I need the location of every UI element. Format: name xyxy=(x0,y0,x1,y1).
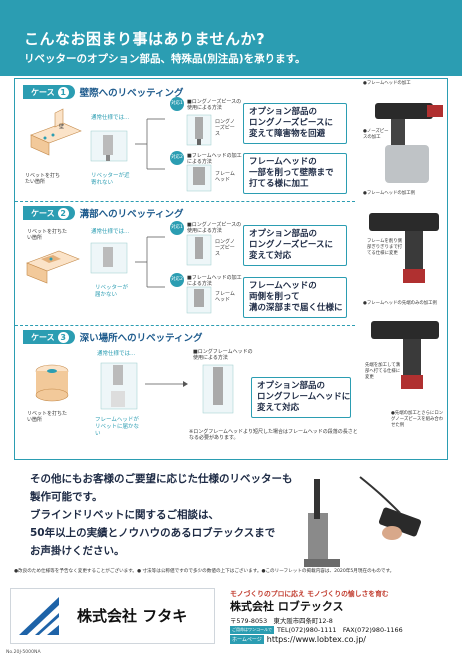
top-bar xyxy=(0,0,462,24)
riveter-stand-photo xyxy=(304,476,422,567)
case-3-footnote: ※ロングフレームヘッドより短尺した場合はフレームヘッドの段落の長さとなる必要があ… xyxy=(189,429,358,441)
hero-title: こんなお困まり事はありませんか? xyxy=(24,30,266,48)
case-3-normal-label: 通常仕様では… xyxy=(97,351,136,357)
case-number: 1 xyxy=(57,86,69,98)
case-1-wall-illustration xyxy=(30,108,82,156)
hero-banner: こんなお困まり事はありませんか? リベッターのオプション部品、特殊品(別注品)を… xyxy=(0,24,462,76)
document-number: No.20J-5000NA xyxy=(6,650,41,655)
photo-caption-nose-piece: ●ノーズピースの加工 xyxy=(363,129,389,140)
case-1-normal-illustration xyxy=(90,130,128,162)
lobtex-company-name: 株式会社 ロブテックス xyxy=(230,600,344,613)
lower-line-2: 製作可能です。 xyxy=(30,491,103,503)
company-address: 〒579-8053 東大阪市四条町12-8 xyxy=(230,617,333,625)
case-3-arrow xyxy=(145,381,188,387)
case-2-normal-label: 通常仕様では… xyxy=(91,229,130,235)
case-3-cylinder-illustration xyxy=(35,364,69,402)
case-label: ケース xyxy=(31,87,55,97)
lower-line-4: 50年以上の実績とノウハウのあるロブテックスまで xyxy=(30,527,276,539)
photo-caption-tip-example: ●フレームヘッドの先端のみの加工例 xyxy=(363,301,437,306)
case-1-wall-label: 壁 xyxy=(59,124,65,130)
phone-label: ご用命はワンコールで xyxy=(230,625,274,634)
case-1-solution-2-part: フレームヘッド xyxy=(215,171,235,183)
homepage-row: ホームページ https://www.lobtex.co.jp/ xyxy=(230,635,366,644)
case-1-solution-2-box: フレームヘッドの 一部を削って壁際まで 打てる様に加工 xyxy=(243,153,347,194)
case-number: 2 xyxy=(57,207,69,219)
case-3-problem-label: フレームヘッドがリベットに届かない xyxy=(95,417,140,437)
case-2-solution-1-note: ■ロングノーズピースの使用による方法 xyxy=(187,222,242,234)
case-1-title: 壁際へのリベッティング xyxy=(79,88,184,99)
case-divider-1 xyxy=(15,201,355,202)
lower-line-5: お声掛けください。 xyxy=(30,545,125,557)
case-1-branch-connector xyxy=(135,118,165,170)
photo-caption-frame-example: ●フレームヘッドの加工例 xyxy=(363,191,415,196)
case-3-solution-illustration xyxy=(202,364,234,414)
case-1-solution-2-illustration xyxy=(186,164,212,192)
case-2-solution-1-part: ロングノーズピース xyxy=(215,239,235,257)
contact-section: その他にもお客様のご要望に応じた仕様のリベッターも 製作可能です。 ブラインドリ… xyxy=(0,463,462,581)
homepage-label: ホームページ xyxy=(230,635,264,644)
case-label: ケース xyxy=(31,332,55,342)
case-divider-2 xyxy=(15,325,355,326)
company-url[interactable]: https://www.lobtex.co.jp/ xyxy=(266,635,366,644)
riveter-photo-3 xyxy=(361,309,445,399)
disclaimer: ●改良のため仕様等を予告なく変更することがございます。● 寸法等は公称値ですので… xyxy=(14,569,395,574)
case-1-rivet-label: リベットを打ちたい箇所 xyxy=(25,173,61,185)
case-2-title: 溝部へのリベッティング xyxy=(79,209,184,220)
case-2-solution-2-illustration xyxy=(186,286,212,314)
lower-line-1: その他にもお客様のご要望に応じた仕様のリベッターも xyxy=(30,473,293,485)
case-2-solution-2-box: フレームヘッドの 両側を削って 溝の深部まで届く仕様に xyxy=(243,277,347,318)
case-3-solution-note: ■ロングフレームヘッドの使用による方法 xyxy=(193,349,253,361)
case-1-solution-1-part: ロングノーズピース xyxy=(215,119,235,137)
case-2-normal-illustration xyxy=(90,242,128,274)
case-1-solution-1-illustration xyxy=(186,114,212,146)
company-phone: TEL(072)980-1111 FAX(072)980-1166 xyxy=(277,626,403,634)
case-1-solution-2-note: ■フレームヘッドの加工による方法 xyxy=(187,153,242,165)
futaki-logo-icon xyxy=(19,597,59,635)
case-1-solution-2-badge: 対応2 xyxy=(170,151,184,165)
case-1-solution-1-box: オプション部品の ロングノーズピースに 変えて障害物を回避 xyxy=(243,103,347,144)
case-2-solution-2-badge: 対応2 xyxy=(170,273,184,287)
riveter-photo-1 xyxy=(361,89,445,187)
hero-subtitle: リベッターのオプション部品、特殊品(別注品)を承ります。 xyxy=(24,53,306,65)
case-label: ケース xyxy=(31,208,55,218)
futaki-company-name: 株式会社 フタキ xyxy=(77,607,188,625)
case-2-solution-1-badge: 対応1 xyxy=(170,221,184,235)
photo-caption-frame-head: ●フレームヘッドの加工 xyxy=(363,81,411,86)
case-1-solution-1-badge: 対応1 xyxy=(170,97,184,111)
case-2-solution-2-note: ■フレームヘッドの加工による方法 xyxy=(187,275,242,287)
case-1-solution-1-note: ■ロングノーズピースの使用による方法 xyxy=(187,99,242,111)
photo-caption-frame-side: フレームを削り側部ぎりぎりまで打てる仕様に変更 xyxy=(367,239,403,256)
photo-caption-combined: ●先端の加工とさらにロングノーズピースを組み合わせた例 xyxy=(391,411,444,428)
case-1-problem-label: リベッターが近寄れない xyxy=(91,173,130,186)
case-2-solution-1-box: オプション部品の ロングノーズピースに 変えて対応 xyxy=(243,225,347,266)
case-1-normal-label: 通常仕様では… xyxy=(91,115,130,121)
company-slogan: モノづくりのプロに応え モノづくりの愉しさを育む xyxy=(230,590,389,598)
phone-row: ご用命はワンコールで TEL(072)980-1111 FAX(072)980-… xyxy=(230,625,403,634)
case-3-normal-illustration xyxy=(100,362,138,410)
riveter-photo-2 xyxy=(361,199,445,295)
case-3-title: 深い場所へのリベッティング xyxy=(79,333,203,344)
case-2-problem-label: リベッターが届かない xyxy=(95,285,129,298)
lower-line-3: ブラインドリベットに関するご相談は、 xyxy=(30,509,219,521)
case-2-solution-1-illustration xyxy=(186,234,212,266)
case-2-solution-2-part: フレームヘッド xyxy=(215,291,235,303)
case-3-rivet-label: リベットを打ちたい箇所 xyxy=(27,411,68,423)
photo-caption-tip-groove: 先端を加工して溝部へ打てる仕様に変更 xyxy=(365,363,401,380)
futaki-box: 株式会社 フタキ xyxy=(10,588,215,644)
company-footer: 株式会社 フタキ モノづくりのプロに応え モノづくりの愉しさを育む 株式会社 ロ… xyxy=(0,578,462,659)
case-2-branch-connector xyxy=(135,236,165,288)
case-2-groove-illustration xyxy=(26,250,80,284)
case-3-solution-box: オプション部品の ロングフレームヘッドに 変えて対応 xyxy=(251,377,351,418)
case-2-rivet-label: リベットを打ちたい箇所 xyxy=(27,229,68,241)
case-number: 3 xyxy=(57,331,69,343)
